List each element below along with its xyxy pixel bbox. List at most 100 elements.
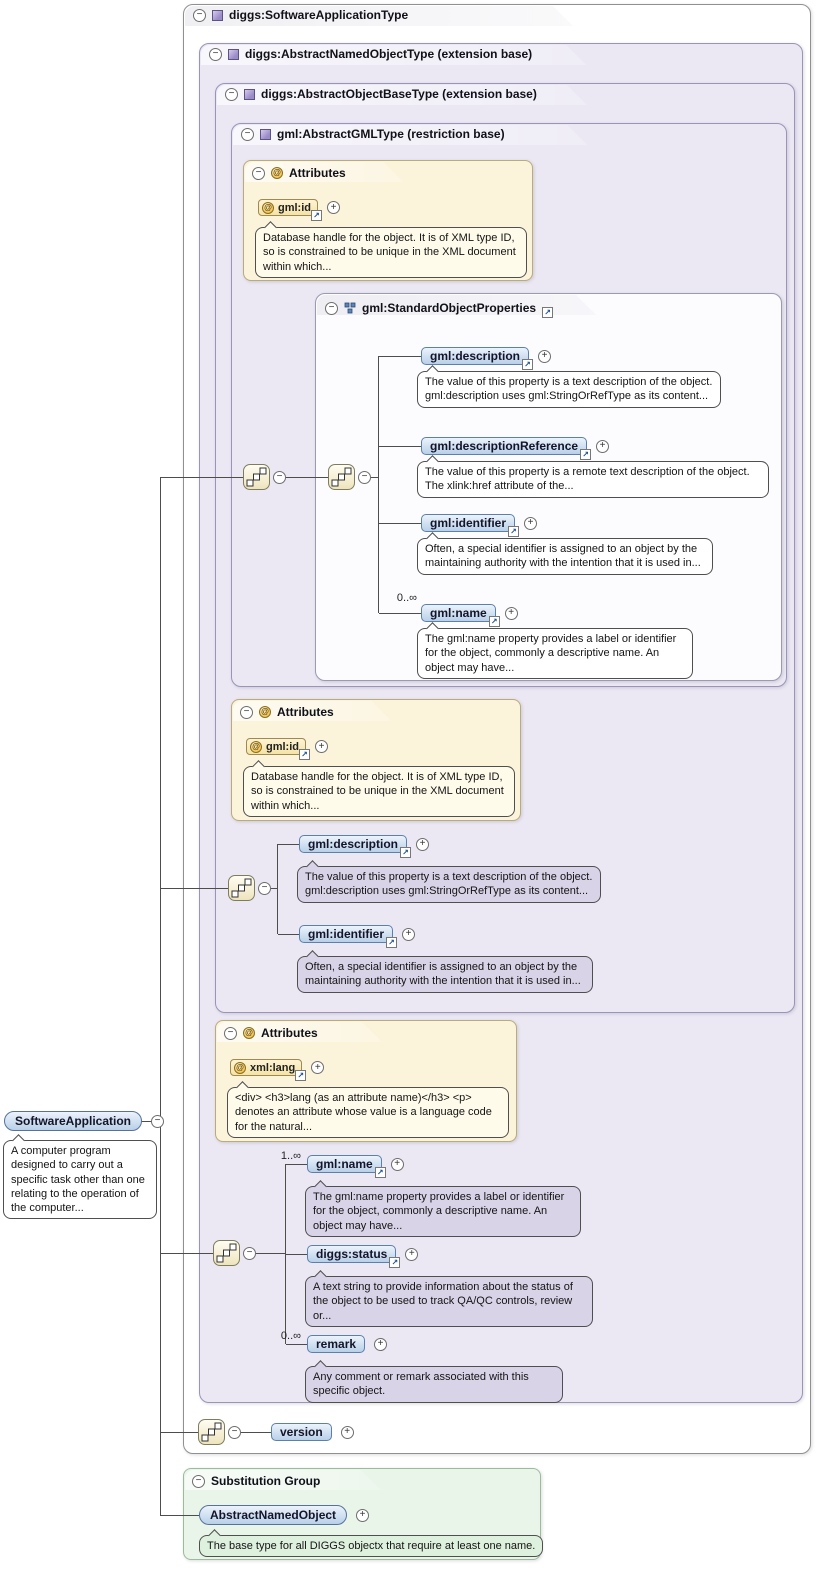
- type-title: diggs:AbstractNamedObjectType (extension…: [245, 47, 533, 61]
- annotation-gml-identifier: Often, a special identifier is assigned …: [417, 538, 713, 575]
- sequence-icon[interactable]: [213, 1240, 240, 1266]
- element-chip-gml-identifier[interactable]: gml:identifier ↗: [421, 514, 520, 537]
- link-icon[interactable]: ↗: [374, 1167, 386, 1178]
- complextype-icon: [228, 48, 239, 60]
- collapse-icon[interactable]: −: [224, 1026, 237, 1040]
- element-chip-gml-description[interactable]: gml:description ↗: [299, 835, 412, 858]
- collapse-icon[interactable]: −: [193, 8, 206, 22]
- collapse-icon[interactable]: −: [225, 87, 238, 101]
- expand-icon[interactable]: +: [524, 516, 538, 530]
- collapse-icon[interactable]: −: [243, 1246, 256, 1260]
- sequence-icon[interactable]: [243, 464, 270, 490]
- header-softwareapplicationtype: − diggs:SoftwareApplicationType: [193, 7, 408, 23]
- element-chip-gml-description[interactable]: gml:description ↗: [421, 347, 534, 370]
- element-chip-remark[interactable]: remark: [307, 1335, 366, 1353]
- element-label: gml:identifier: [430, 516, 507, 530]
- collapse-icon[interactable]: −: [358, 470, 371, 484]
- expand-icon[interactable]: +: [538, 349, 552, 363]
- connector-line: [286, 1254, 307, 1255]
- attribute-label: xml:lang: [250, 1061, 296, 1074]
- connector-line: [140, 1121, 160, 1122]
- connector-line: [278, 934, 299, 935]
- header-attributes-namedobjecttype: − @ Attributes: [224, 1025, 318, 1041]
- collapse-icon[interactable]: −: [241, 127, 254, 141]
- collapse-icon[interactable]: −: [273, 470, 286, 484]
- type-title: diggs:SoftwareApplicationType: [229, 8, 409, 22]
- link-icon[interactable]: ↗: [542, 306, 554, 318]
- attribute-icon: @: [259, 706, 271, 718]
- attribute-chip-gml-id[interactable]: @ gml:id ↗: [246, 738, 310, 760]
- collapse-icon[interactable]: −: [252, 166, 265, 180]
- element-label: version: [280, 1425, 323, 1439]
- expand-icon[interactable]: +: [315, 740, 328, 753]
- attribute-row-gml-id: @ gml:id ↗ +: [246, 738, 328, 760]
- link-icon[interactable]: ↗: [299, 749, 310, 760]
- link-icon[interactable]: ↗: [580, 449, 592, 460]
- collapse-icon[interactable]: −: [325, 301, 338, 315]
- link-icon[interactable]: ↗: [400, 847, 412, 858]
- sequence-icon[interactable]: [198, 1419, 225, 1445]
- element-label: gml:name: [430, 606, 487, 620]
- header-standardobjectproperties: − gml:StandardObjectProperties ↗: [325, 300, 554, 318]
- element-row-gml-name: gml:name ↗ +: [421, 604, 518, 627]
- element-chip-softwareapplication[interactable]: SoftwareApplication: [4, 1111, 143, 1131]
- link-icon[interactable]: ↗: [389, 1257, 401, 1268]
- expand-icon[interactable]: +: [416, 837, 430, 851]
- expand-icon[interactable]: +: [390, 1157, 404, 1171]
- link-icon[interactable]: ↗: [295, 1070, 307, 1081]
- expand-icon[interactable]: +: [356, 1508, 370, 1522]
- element-chip-gml-identifier[interactable]: gml:identifier ↗: [299, 925, 398, 948]
- connector-line: [160, 1253, 213, 1254]
- link-icon[interactable]: ↗: [386, 937, 398, 948]
- expand-icon[interactable]: +: [374, 1337, 388, 1351]
- element-row-remark: remark +: [307, 1335, 388, 1353]
- sequence-icon[interactable]: [228, 875, 255, 901]
- collapse-icon[interactable]: −: [228, 1425, 241, 1439]
- element-chip-gml-name[interactable]: gml:name ↗: [421, 604, 500, 627]
- link-icon[interactable]: ↗: [488, 616, 500, 627]
- expand-icon[interactable]: +: [311, 1061, 325, 1074]
- element-chip-diggs-status[interactable]: diggs:status ↗: [307, 1245, 401, 1268]
- element-row-gml-description: gml:description ↗ +: [421, 347, 552, 370]
- collapse-icon[interactable]: −: [209, 47, 222, 61]
- expand-icon[interactable]: +: [340, 1425, 354, 1439]
- collapse-icon[interactable]: −: [151, 1114, 165, 1128]
- expand-icon[interactable]: +: [405, 1247, 419, 1261]
- collapse-icon[interactable]: −: [258, 881, 271, 895]
- sequence-icon[interactable]: [328, 464, 355, 490]
- element-label: diggs:status: [316, 1247, 388, 1261]
- attribute-chip-xml-lang[interactable]: @ xml:lang ↗: [230, 1059, 307, 1081]
- link-icon[interactable]: ↗: [522, 359, 534, 370]
- element-chip-gml-name[interactable]: gml:name ↗: [307, 1155, 386, 1178]
- complextype-icon: [212, 9, 223, 21]
- element-label: AbstractNamedObject: [210, 1508, 337, 1522]
- attribute-label: gml:id: [278, 201, 311, 214]
- link-icon[interactable]: ↗: [508, 526, 520, 537]
- connector-line: [160, 477, 161, 1515]
- cardinality-label: 0..∞: [280, 1330, 301, 1342]
- expand-icon[interactable]: +: [596, 439, 610, 453]
- collapse-icon[interactable]: −: [192, 1474, 205, 1488]
- connector-line: [379, 356, 421, 357]
- attribute-icon: @: [250, 740, 262, 753]
- complextype-icon: [244, 88, 255, 100]
- expand-icon[interactable]: +: [327, 201, 340, 214]
- element-chip-version[interactable]: version: [271, 1423, 332, 1441]
- element-row-softwareapplication: SoftwareApplication −: [4, 1111, 165, 1131]
- element-chip-gml-descriptionreference[interactable]: gml:descriptionReference ↗: [421, 437, 592, 460]
- annotation-gml-description: The value of this property is a text des…: [417, 371, 721, 408]
- expand-icon[interactable]: +: [402, 927, 416, 941]
- expand-icon[interactable]: +: [504, 606, 518, 620]
- collapse-icon[interactable]: −: [240, 705, 253, 719]
- sequence-compositor-standardobjectproperties: −: [328, 464, 371, 490]
- connector-line: [160, 888, 228, 889]
- element-chip-abstractnamedobject[interactable]: AbstractNamedObject: [199, 1505, 348, 1525]
- link-icon[interactable]: ↗: [311, 210, 322, 221]
- annotation-gml-description: The value of this property is a text des…: [297, 866, 601, 903]
- connector-line: [277, 844, 278, 934]
- attribute-icon: @: [234, 1061, 246, 1074]
- attribute-chip-gml-id[interactable]: @ gml:id ↗: [258, 199, 322, 221]
- annotation-gml-name: The gml:name property provides a label o…: [417, 628, 693, 679]
- attributes-title: Attributes: [289, 166, 346, 180]
